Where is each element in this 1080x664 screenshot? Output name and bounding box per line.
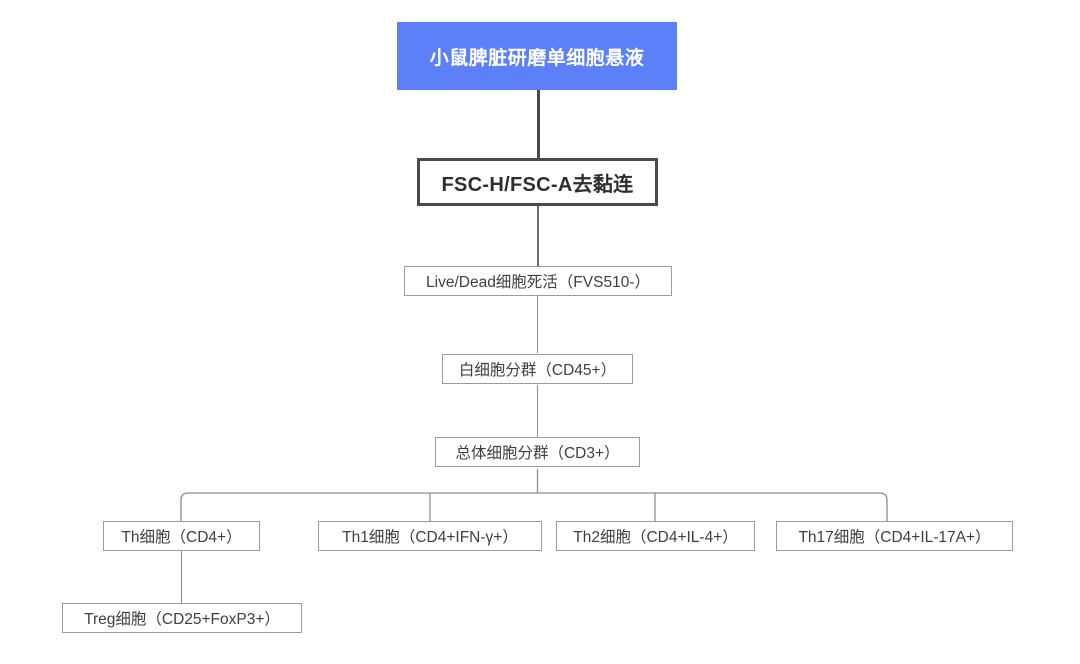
- connector-th-to-treg: [181, 522, 182, 604]
- node-th-label: Th细胞（CD4+）: [121, 529, 242, 546]
- connector-root-to-fsc: [537, 90, 540, 160]
- connector-cd3-branch: [180, 469, 888, 522]
- node-live-label: Live/Dead细胞死活（FVS510-）: [426, 274, 650, 291]
- node-th17[interactable]: Th17细胞（CD4+IL-17A+）: [776, 521, 1013, 551]
- node-treg-label: Treg细胞（CD25+FoxP3+）: [84, 611, 280, 628]
- node-th1-label: Th1细胞（CD4+IFN-γ+）: [342, 529, 518, 546]
- connector-live-to-cd45: [537, 295, 538, 353]
- node-th-cd4[interactable]: Th细胞（CD4+）: [103, 521, 260, 551]
- connector-cd45-to-cd3: [537, 385, 538, 437]
- node-cd45-label: 白细胞分群（CD45+）: [458, 362, 617, 379]
- connector-fsc-to-live: [537, 205, 539, 266]
- node-root-cell-suspension[interactable]: 小鼠脾脏研磨单细胞悬液: [397, 22, 677, 90]
- node-th2[interactable]: Th2细胞（CD4+IL-4+）: [556, 521, 755, 551]
- node-fsc-label: FSC-H/FSC-A去黏连: [441, 173, 634, 196]
- node-th2-label: Th2细胞（CD4+IL-4+）: [573, 529, 738, 546]
- node-live-dead[interactable]: Live/Dead细胞死活（FVS510-）: [404, 266, 672, 296]
- node-root-label: 小鼠脾脏研磨单细胞悬液: [429, 47, 645, 69]
- node-total-tcell-cd3[interactable]: 总体细胞分群（CD3+）: [435, 437, 640, 467]
- node-th1[interactable]: Th1细胞（CD4+IFN-γ+）: [318, 521, 542, 551]
- node-leukocyte-cd45[interactable]: 白细胞分群（CD45+）: [442, 354, 633, 384]
- node-treg[interactable]: Treg细胞（CD25+FoxP3+）: [62, 603, 302, 633]
- node-fsc-doublet-exclusion[interactable]: FSC-H/FSC-A去黏连: [417, 158, 658, 206]
- node-th17-label: Th17细胞（CD4+IL-17A+）: [798, 529, 991, 546]
- node-cd3-label: 总体细胞分群（CD3+）: [455, 445, 620, 462]
